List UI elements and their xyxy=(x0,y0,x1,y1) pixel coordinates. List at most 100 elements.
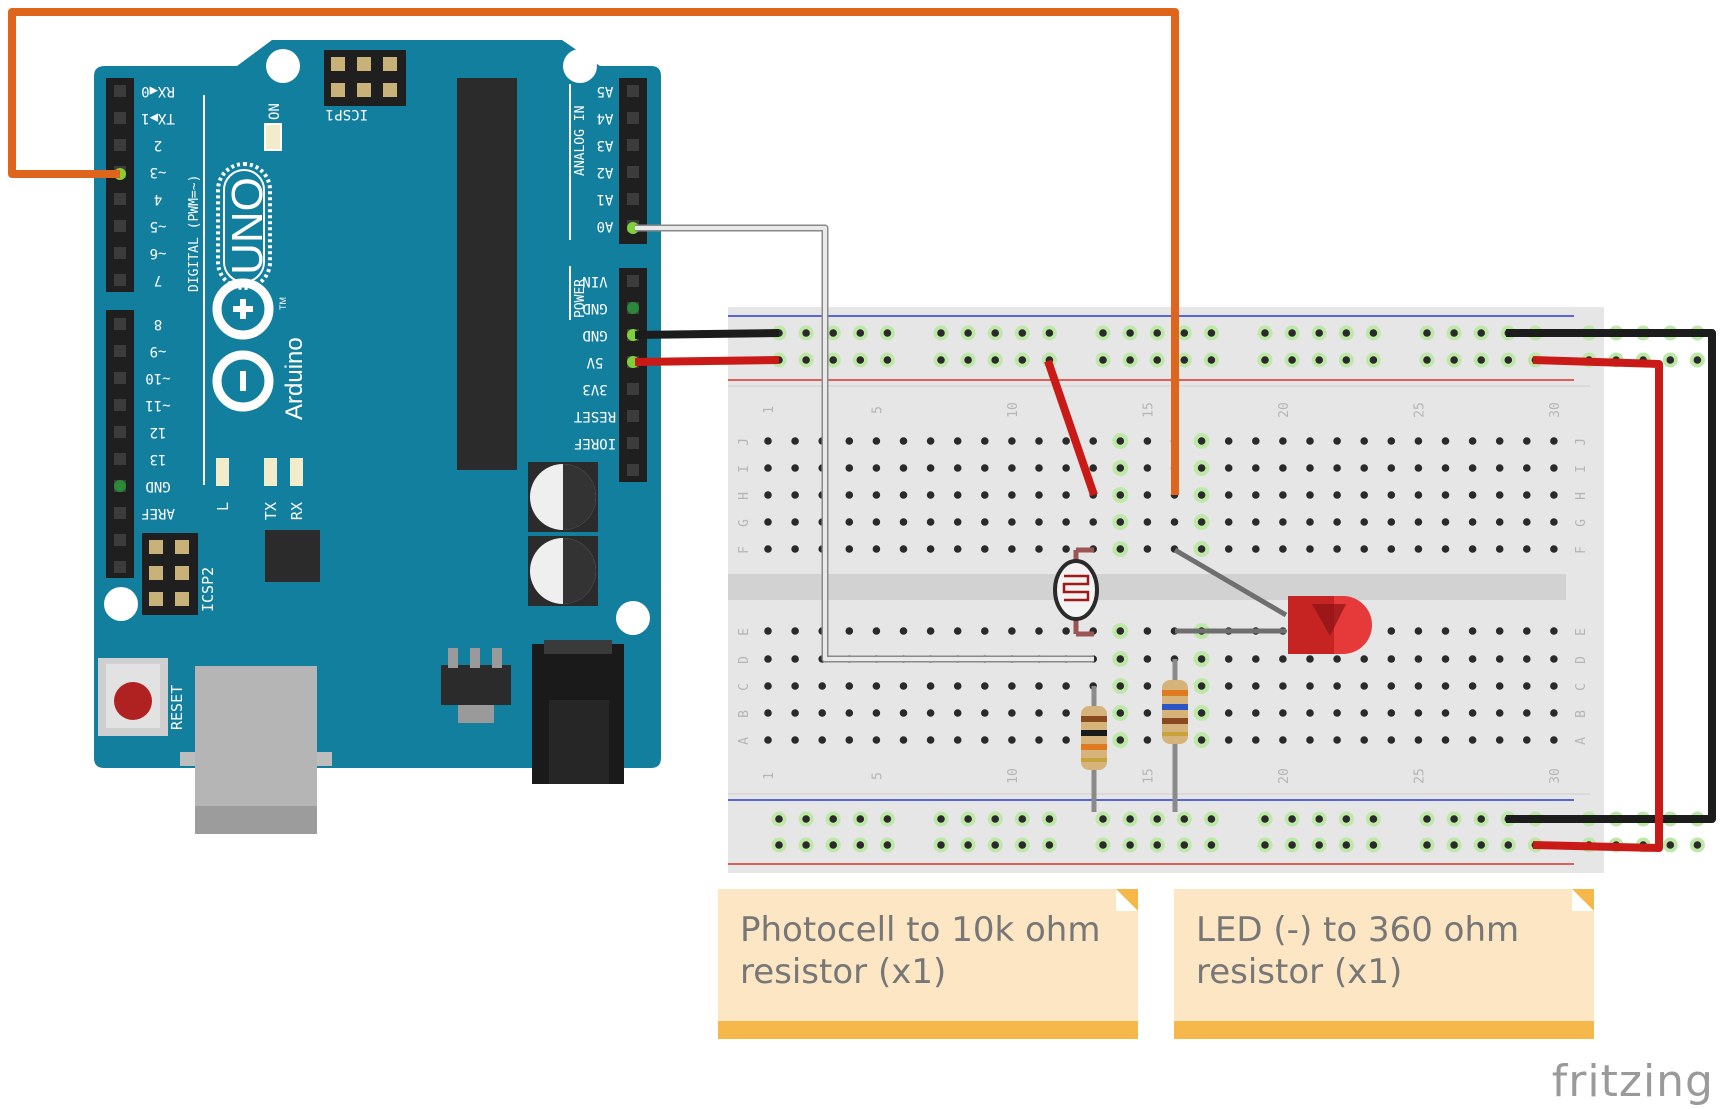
breadboard-hole xyxy=(899,627,908,635)
breadboard-hole xyxy=(1306,736,1314,744)
breadboard-hole xyxy=(953,437,962,445)
row-letter: D xyxy=(1574,656,1589,664)
header-pin xyxy=(114,426,126,438)
breadboard-hole xyxy=(1441,464,1450,472)
breadboard-hole xyxy=(1143,709,1152,717)
column-number: 1 xyxy=(762,406,777,414)
rail-hole xyxy=(1207,329,1216,337)
rail-hole xyxy=(1207,815,1216,823)
breadboard-hole xyxy=(1360,437,1368,445)
breadboard-hole xyxy=(1414,655,1423,663)
rail-hole xyxy=(829,356,837,364)
breadboard-hole xyxy=(1523,627,1531,635)
breadboard-hole xyxy=(1116,682,1125,690)
resistor-360 xyxy=(1162,659,1188,812)
icsp2-pin xyxy=(175,592,189,606)
rail-hole xyxy=(1504,841,1513,849)
header-pin xyxy=(114,453,126,465)
breadboard-hole xyxy=(1143,437,1152,445)
digital-pin-label: ~10 xyxy=(145,370,170,386)
breadboard-hole xyxy=(1035,545,1043,553)
breadboard-hole xyxy=(1008,709,1016,717)
breadboard-hole xyxy=(981,491,989,499)
breadboard-hole xyxy=(1224,437,1233,445)
led-label: TX xyxy=(262,502,280,520)
rail-hole xyxy=(964,815,972,823)
breadboard-hole xyxy=(926,682,935,690)
breadboard-hole xyxy=(981,709,989,717)
rail-hole xyxy=(1099,815,1107,823)
rail-hole xyxy=(1207,841,1216,849)
breadboard-hole xyxy=(1197,464,1206,472)
breadboard-hole xyxy=(1387,682,1396,690)
analog-pin-label: A2 xyxy=(597,164,614,180)
breadboard-hole xyxy=(1414,682,1423,690)
breadboard-hole xyxy=(791,545,799,553)
rail-hole xyxy=(829,841,837,849)
breadboard-hole xyxy=(1035,437,1043,445)
rail-hole xyxy=(1504,356,1513,364)
row-letter: G xyxy=(1574,519,1589,527)
rail-hole xyxy=(1180,815,1189,823)
breadboard-hole xyxy=(981,545,989,553)
breadboard-hole xyxy=(1197,736,1206,744)
breadboard-hole xyxy=(1279,545,1287,553)
breadboard-hole xyxy=(1224,518,1233,526)
breadboard-hole xyxy=(1143,518,1152,526)
breadboard-hole xyxy=(1143,545,1152,553)
icsp-pin1-label: 1 xyxy=(326,106,334,122)
rail-hole xyxy=(1423,841,1431,849)
breadboard-hole xyxy=(1360,518,1368,526)
digital-pin-label: 8 xyxy=(154,316,162,332)
rail-hole xyxy=(1369,356,1378,364)
uno-badge xyxy=(216,162,272,290)
breadboard-hole xyxy=(953,464,962,472)
breadboard-hole xyxy=(1062,682,1070,690)
rail-hole xyxy=(1369,841,1378,849)
tx-led xyxy=(264,458,277,486)
rail-hole xyxy=(883,356,892,364)
analog-label: ANALOG IN xyxy=(573,106,588,176)
breadboard-hole xyxy=(1360,736,1368,744)
analog-pin-label: A5 xyxy=(597,83,614,99)
breadboard-hole xyxy=(926,627,935,635)
header-pin xyxy=(114,399,126,411)
breadboard-hole xyxy=(1333,709,1341,717)
column-number: 10 xyxy=(1006,768,1021,784)
header-pin xyxy=(114,112,126,124)
row-letter: H xyxy=(1574,492,1589,500)
breadboard-hole xyxy=(764,655,772,663)
breadboard-hole xyxy=(1252,464,1260,472)
power-jack xyxy=(532,640,624,784)
digital-pin-label: ~9 xyxy=(150,343,167,359)
rail-hole xyxy=(1369,815,1378,823)
breadboard-hole xyxy=(1441,491,1450,499)
column-number: 5 xyxy=(870,406,885,414)
trademark-label: TM xyxy=(278,297,288,310)
breadboard-hole xyxy=(926,545,935,553)
breadboard-hole xyxy=(845,736,854,744)
row-letter: B xyxy=(737,710,752,718)
breadboard-hole xyxy=(1197,709,1206,717)
breadboard-hole xyxy=(1170,518,1179,526)
rail-hole xyxy=(1180,329,1189,337)
breadboard-hole xyxy=(1414,518,1423,526)
rail-hole xyxy=(1099,356,1107,364)
analog-pin-label: A1 xyxy=(597,191,614,207)
breadboard-hole xyxy=(872,491,881,499)
breadboard-hole xyxy=(1035,464,1043,472)
icsp-pin xyxy=(331,83,345,97)
breadboard-hole xyxy=(1495,518,1504,526)
digital-pin-label: 13 xyxy=(150,451,167,467)
breadboard-hole xyxy=(764,518,772,526)
breadboard-hole xyxy=(1197,518,1206,526)
l-led xyxy=(216,458,229,486)
rail-hole xyxy=(1099,841,1107,849)
reset-button[interactable] xyxy=(98,658,168,736)
rail-hole xyxy=(1288,329,1296,337)
mount-hole xyxy=(563,49,597,83)
note-line: Photocell to 10k ohm xyxy=(740,910,1101,950)
breadboard-hole xyxy=(1360,464,1368,472)
breadboard-hole xyxy=(1008,518,1016,526)
breadboard-hole xyxy=(1523,736,1531,744)
